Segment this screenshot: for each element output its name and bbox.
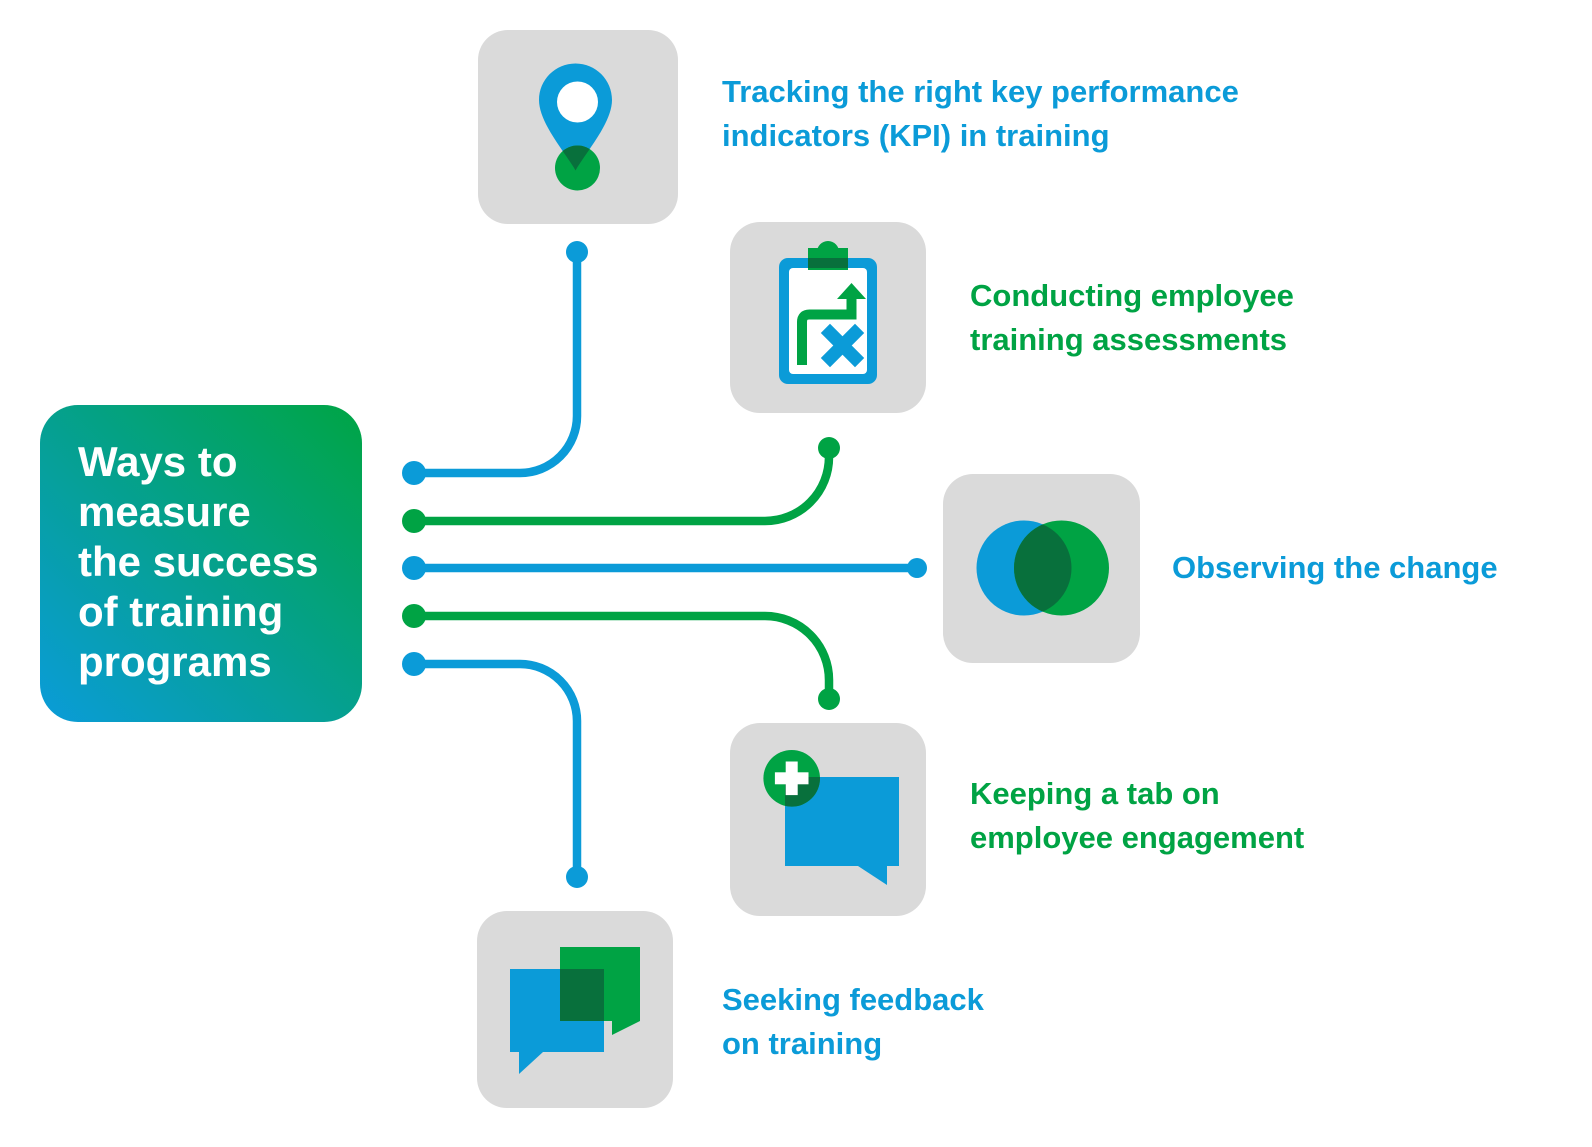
label-observing: Observing the change	[1172, 550, 1498, 585]
chat-bubbles-icon	[510, 947, 640, 1074]
venn-circles-icon	[976, 520, 1109, 616]
connector-engagement	[414, 611, 834, 699]
icon-tile-feedback	[477, 911, 673, 1108]
icon-tile-observing	[943, 474, 1140, 663]
icon-tile-kpi	[478, 30, 678, 224]
icon-tile-assessments	[730, 222, 926, 413]
connector-end-dots	[402, 241, 927, 888]
map-pin-icon	[539, 63, 612, 191]
label-kpi: Tracking the right key performance indic…	[722, 74, 1239, 153]
connector-feedback	[414, 659, 582, 877]
label-engagement: Keeping a tab on employee engagement	[970, 776, 1305, 855]
connector-assessments	[414, 448, 834, 526]
label-assessments: Conducting employee training assessments	[970, 278, 1294, 357]
clipboard-strategy-icon	[779, 241, 877, 384]
central-title-box: Ways to measure the success of training …	[40, 405, 362, 722]
connector-kpi	[414, 252, 582, 478]
page-title: Ways to measure the success of training …	[78, 438, 319, 685]
chat-plus-icon	[763, 750, 899, 885]
icon-tile-engagement	[730, 723, 926, 916]
label-feedback: Seeking feedback on training	[722, 982, 984, 1061]
